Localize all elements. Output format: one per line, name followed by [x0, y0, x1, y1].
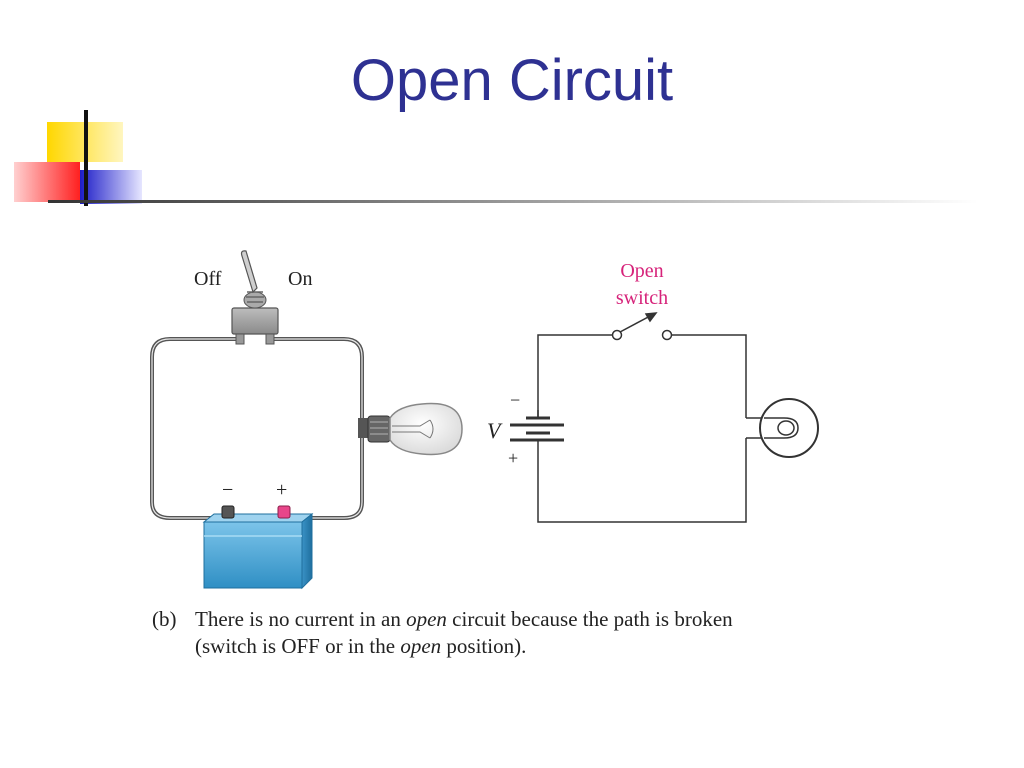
deco-vertical-line	[84, 110, 88, 206]
open-switch-label-line1: Open	[620, 260, 663, 282]
wire	[150, 337, 364, 520]
open-switch-symbol	[611, 312, 673, 341]
lamp-symbol	[746, 398, 819, 458]
figure-caption: (b) There is no current in an open circui…	[152, 606, 872, 660]
schematic-plus-label: +	[508, 448, 518, 468]
schematic-circuit	[510, 312, 819, 523]
battery-minus-label: −	[222, 479, 233, 501]
title-decoration	[14, 110, 978, 206]
caption-line2-b: position).	[441, 634, 527, 658]
caption-line1-em: open	[406, 607, 447, 631]
switch-on-label: On	[288, 268, 312, 290]
battery: − +	[202, 479, 314, 590]
open-switch-label-line2: switch	[616, 287, 668, 309]
deco-red-block	[14, 162, 80, 202]
caption-line1-a: There is no current in an	[195, 607, 407, 631]
switch-off-label: Off	[194, 268, 222, 290]
schematic-minus-label: −	[510, 390, 520, 410]
caption-line2-em: open	[400, 634, 442, 658]
battery-plus-label: +	[276, 479, 287, 501]
light-bulb	[358, 402, 463, 456]
deco-blue-block	[80, 170, 142, 204]
toggle-switch: Off On	[194, 250, 312, 345]
voltage-label: V	[487, 418, 503, 443]
circuit-figure: Off On − +	[150, 250, 819, 590]
schematic-wire	[537, 334, 747, 523]
battery-symbol	[510, 410, 564, 448]
pictorial-circuit: Off On − +	[150, 250, 463, 590]
caption-line1-b: circuit because the path is broken	[446, 607, 733, 631]
slide-title: Open Circuit	[350, 48, 674, 113]
title-rule	[48, 200, 978, 203]
caption-tag: (b)	[152, 607, 177, 631]
caption-line2-a: (switch is OFF or in the	[195, 634, 401, 658]
caption-line2: (switch is OFF or in the open position).	[152, 633, 872, 660]
